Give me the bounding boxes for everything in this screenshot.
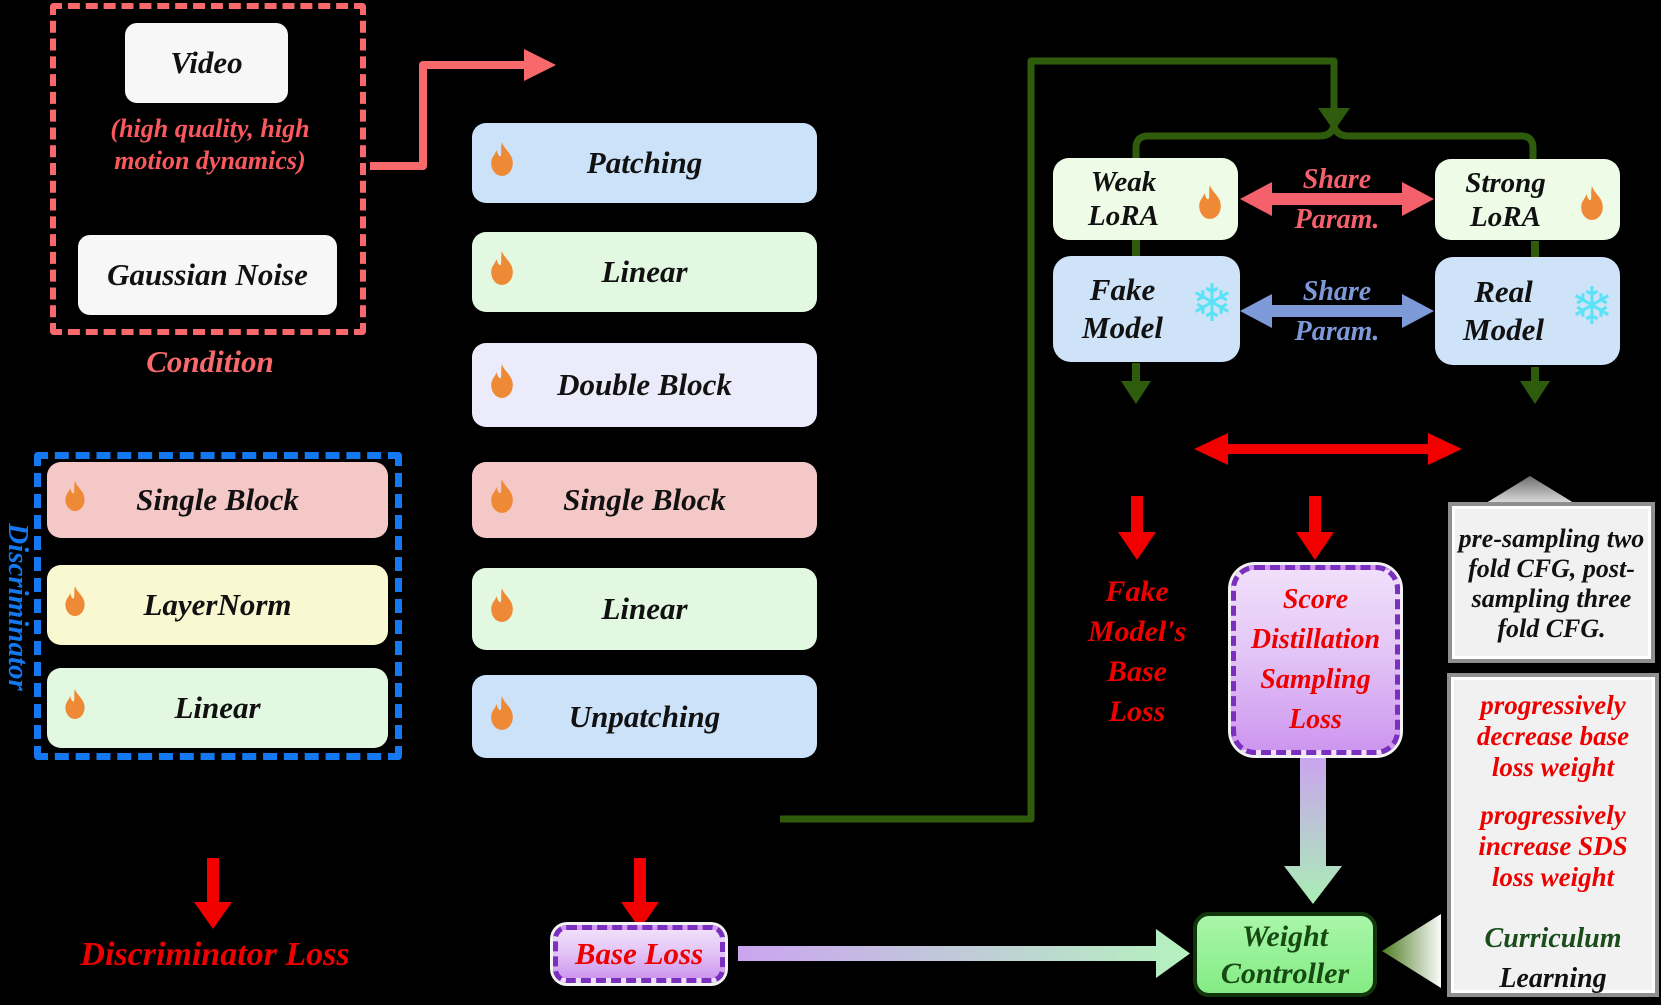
discriminator-block-single: Single Block — [47, 462, 388, 538]
learning-label: Learning — [1499, 963, 1607, 994]
discriminator-block-label: Linear — [174, 690, 261, 725]
share-param-blue-arrow — [1240, 294, 1434, 328]
discriminator-block-linear: Linear — [47, 668, 388, 748]
video-caption: (high quality, high motion dynamics) — [110, 114, 310, 175]
video-block: Video — [125, 23, 288, 103]
lora-model-connectors — [1132, 240, 1539, 257]
generator-block-label: Unpatching — [568, 698, 721, 734]
weak-lora-label: Weak LoRA — [1088, 166, 1159, 232]
weak-lora-block: Weak LoRA — [1053, 158, 1238, 240]
base-loss-block: Base Loss — [553, 925, 725, 983]
flame-icon — [484, 581, 520, 637]
generator-block-unpatching: Unpatching — [472, 675, 817, 758]
real-model-output-arrow — [1520, 367, 1550, 404]
sds-to-controller-arrow — [1284, 757, 1342, 904]
decrease-note: progressively decrease base loss weight — [1476, 690, 1630, 782]
cfg-note-pointer — [1486, 476, 1574, 503]
flame-icon — [484, 472, 520, 528]
flame-icon — [59, 579, 91, 631]
discriminator-block-label: LayerNorm — [143, 587, 292, 622]
increase-note: progressively increase SDS loss weight — [1478, 800, 1628, 892]
base-loss-arrow — [621, 858, 659, 929]
split-bracket — [1132, 122, 1537, 159]
video-label: Video — [170, 45, 243, 80]
flame-icon — [59, 682, 91, 734]
weight-controller-block: Weight Controller — [1193, 912, 1377, 997]
fake-base-loss-arrow — [1118, 496, 1156, 560]
share-param-top-label: Share Param. — [1294, 164, 1380, 235]
share-param-bottom-label: Share Param. — [1294, 276, 1380, 347]
real-model-block: Real Model ❄ — [1435, 257, 1620, 365]
base-loss-to-controller-arrow — [738, 929, 1190, 978]
snowflake-icon: ❄ — [1570, 277, 1614, 337]
flame-icon — [484, 135, 520, 191]
generator-block-single: Single Block — [472, 462, 817, 538]
generator-block-label: Single Block — [563, 482, 726, 517]
flame-icon — [484, 689, 520, 745]
condition-group-box — [50, 3, 366, 335]
curriculum-label: Curriculum — [1484, 923, 1622, 954]
real-model-label: Real Model — [1463, 274, 1544, 347]
discriminator-block-label: Single Block — [136, 482, 299, 517]
flame-icon — [484, 244, 520, 300]
condition-group-label: Condition — [146, 344, 274, 379]
generator-output-line — [780, 57, 1350, 823]
condition-to-generator-arrow — [370, 49, 556, 170]
discriminator-group-label: Discriminator — [2, 523, 34, 691]
sds-loss-arrow — [1296, 496, 1334, 560]
generator-block-label: Linear — [601, 591, 688, 626]
generator-block-double: Double Block — [472, 343, 817, 427]
strong-lora-label: Strong LoRA — [1465, 166, 1546, 233]
gaussian-noise-label: Gaussian Noise — [107, 257, 308, 292]
generator-block-label: Patching — [586, 145, 703, 180]
gaussian-noise-block: Gaussian Noise — [78, 235, 337, 315]
fake-model-label: Fake Model — [1082, 272, 1163, 345]
discriminator-loss-arrow — [194, 858, 232, 929]
discriminator-loss-label: Discriminator Loss — [80, 936, 350, 973]
generator-block-patching: Patching — [472, 123, 817, 203]
flame-icon — [484, 357, 520, 413]
discriminator-group-box — [34, 452, 402, 760]
sds-loss-block: Score Distillation Sampling Loss — [1231, 565, 1400, 755]
generator-block-linear2: Linear — [472, 568, 817, 650]
flame-icon — [1574, 179, 1610, 235]
snowflake-icon: ❄ — [1190, 274, 1234, 334]
share-param-red-arrow — [1240, 182, 1434, 216]
flame-icon — [59, 474, 91, 526]
fake-model-output-arrow — [1121, 363, 1151, 404]
fake-model-block: Fake Model ❄ — [1053, 256, 1240, 362]
model-compare-double-arrow — [1194, 433, 1462, 465]
generator-block-linear1: Linear — [472, 232, 817, 312]
flame-icon — [1192, 178, 1228, 234]
base-loss-label: Base Loss — [574, 936, 704, 971]
curriculum-note-box: progressively decrease base loss weight … — [1447, 673, 1659, 997]
fake-model-base-loss-label: Fake Model's Base Loss — [1087, 575, 1187, 728]
discriminator-block-layernorm: LayerNorm — [47, 565, 388, 645]
curriculum-to-controller-pointer — [1382, 914, 1441, 988]
cfg-note-box: pre-sampling two fold CFG, post- samplin… — [1448, 502, 1655, 663]
generator-block-label: Double Block — [557, 367, 732, 402]
strong-lora-block: Strong LoRA — [1435, 159, 1620, 240]
generator-block-label: Linear — [601, 254, 688, 289]
